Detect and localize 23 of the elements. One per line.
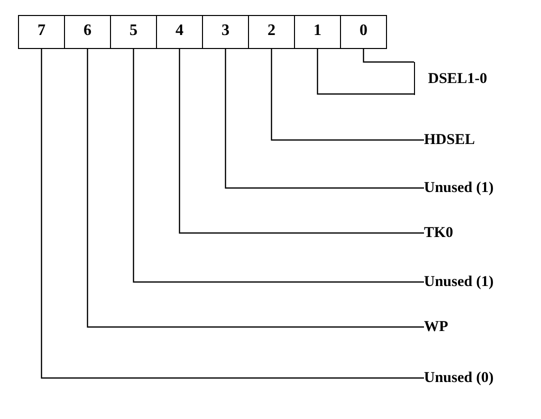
bit-cell: 1 — [294, 15, 341, 49]
bit-cell: 6 — [64, 15, 111, 49]
bit-cell: 4 — [156, 15, 203, 49]
leader-line — [86, 49, 424, 328]
field-label: Unused (1) — [424, 179, 494, 197]
leader-line — [132, 49, 424, 283]
bit-cell: 2 — [248, 15, 295, 49]
bit-cell: 7 — [18, 15, 65, 49]
bit-cell: 0 — [340, 15, 387, 49]
bit-cell: 5 — [110, 15, 157, 49]
field-label: Unused (0) — [424, 369, 494, 387]
bit-cell: 3 — [202, 15, 249, 49]
leader-line — [316, 49, 414, 95]
field-label: Unused (1) — [424, 273, 494, 291]
leader-line — [40, 49, 424, 379]
leader-line — [224, 49, 424, 189]
leader-line — [178, 49, 424, 234]
field-label: DSEL1-0 — [414, 62, 488, 95]
leader-line — [270, 49, 424, 141]
field-label: HDSEL — [424, 131, 475, 149]
field-label: WP — [424, 318, 448, 336]
leader-line — [362, 49, 414, 63]
field-label: TK0 — [424, 224, 454, 242]
